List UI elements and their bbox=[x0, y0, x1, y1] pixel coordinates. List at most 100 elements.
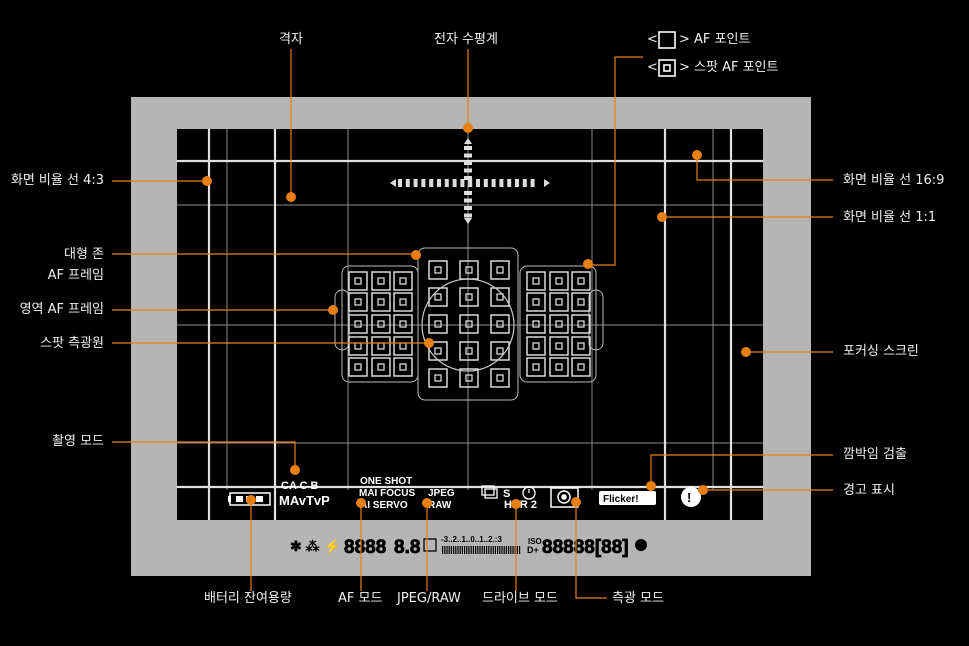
af-mode-ai-servo: AI SERVO bbox=[360, 500, 408, 511]
lcd-exposure-scale: -3..2..1..0..1..2.:3 bbox=[441, 535, 502, 544]
af-point bbox=[348, 357, 368, 377]
warning-icon: ! bbox=[681, 487, 701, 507]
lcd-iso: ISO bbox=[528, 537, 542, 546]
level-tick bbox=[405, 179, 410, 187]
af-points bbox=[348, 260, 591, 388]
label-warning: 경고 표시 bbox=[843, 483, 895, 498]
af-point bbox=[549, 357, 569, 377]
lcd-shot-count: 88888[88] bbox=[542, 537, 629, 558]
lcd-shutter: 8888 bbox=[344, 537, 386, 558]
af-point bbox=[549, 271, 569, 291]
level-tick bbox=[507, 179, 512, 187]
level-tick bbox=[483, 179, 488, 187]
spot-af-point-icon bbox=[658, 59, 676, 77]
zone-frame bbox=[417, 247, 519, 401]
af-point bbox=[490, 368, 510, 388]
level-tick bbox=[429, 179, 434, 187]
label-ratio-43: 화면 비율 선 4:3 bbox=[10, 173, 104, 188]
af-point bbox=[526, 271, 546, 291]
label-flicker: 깜박임 검출 bbox=[843, 447, 907, 462]
af-frames bbox=[334, 247, 604, 401]
af-point-icon bbox=[658, 31, 676, 49]
level-tick bbox=[491, 179, 496, 187]
af-point bbox=[348, 292, 368, 312]
spot-metering-circle bbox=[421, 278, 515, 372]
af-point bbox=[526, 357, 546, 377]
af-point bbox=[371, 271, 391, 291]
af-point bbox=[526, 336, 546, 356]
label-metering-mode: 측광 모드 bbox=[612, 591, 664, 606]
af-point bbox=[428, 260, 448, 280]
svg-text:Flicker!: Flicker! bbox=[603, 494, 639, 505]
af-mode-one-shot: ONE SHOT bbox=[360, 476, 412, 487]
zone-frame bbox=[588, 289, 604, 351]
af-point bbox=[490, 341, 510, 361]
af-point bbox=[459, 368, 479, 388]
af-point bbox=[490, 260, 510, 280]
af-point bbox=[459, 341, 479, 361]
af-point bbox=[571, 357, 591, 377]
level-tick bbox=[413, 179, 418, 187]
af-point bbox=[348, 314, 368, 334]
af-point bbox=[393, 292, 413, 312]
af-point bbox=[526, 292, 546, 312]
label-zone-af: 영역 AF 프레임 bbox=[19, 302, 104, 317]
level-tick bbox=[464, 198, 472, 203]
drive-mode-icon bbox=[481, 485, 536, 500]
level-tick bbox=[464, 191, 472, 195]
af-point bbox=[371, 292, 391, 312]
label-jpeg-raw: JPEG/RAW bbox=[397, 591, 461, 606]
level-tick bbox=[464, 213, 472, 218]
zone-frame bbox=[519, 265, 597, 383]
af-point bbox=[459, 287, 479, 307]
level-tick bbox=[530, 179, 535, 187]
drive-mode-label: S bbox=[503, 488, 510, 500]
raw-indicator: RAW bbox=[428, 500, 452, 511]
label-spot-af: > 스팟 AF 포인트 bbox=[679, 60, 779, 75]
af-point bbox=[428, 368, 448, 388]
af-point bbox=[393, 271, 413, 291]
af-point bbox=[549, 292, 569, 312]
level-tick bbox=[464, 161, 472, 165]
label-spot-af-prefix: < bbox=[647, 60, 658, 75]
af-point bbox=[549, 314, 569, 334]
level-tick bbox=[464, 176, 472, 180]
level-tick bbox=[468, 179, 473, 187]
label-grid: 격자 bbox=[279, 32, 303, 47]
af-point bbox=[371, 314, 391, 334]
level-tick bbox=[444, 179, 449, 187]
af-point bbox=[348, 271, 368, 291]
af-point bbox=[428, 314, 448, 334]
lcd-symbols: ✱ ⁂ ⚡ bbox=[290, 538, 341, 555]
level-tick bbox=[464, 206, 472, 210]
flicker-indicator: Flicker! bbox=[599, 491, 656, 505]
label-ratio-11: 화면 비율 선 1:1 bbox=[843, 210, 937, 225]
shoot-mode-custom: CA C B bbox=[281, 480, 319, 492]
level-tick bbox=[464, 146, 472, 150]
level-tick bbox=[515, 179, 519, 187]
jpeg-indicator: JPEG bbox=[428, 488, 455, 499]
af-point bbox=[571, 336, 591, 356]
callout-lines bbox=[112, 49, 833, 599]
label-large-zone-2: AF 프레임 bbox=[47, 268, 104, 283]
af-mode-ai-focus: MAI FOCUS bbox=[359, 488, 415, 499]
label-level: 전자 수평계 bbox=[434, 32, 498, 47]
label-drive-mode: 드라이브 모드 bbox=[482, 591, 558, 606]
electronic-level bbox=[390, 138, 550, 224]
level-tick bbox=[452, 179, 457, 187]
lcd-aperture: 8.8 bbox=[394, 537, 420, 558]
level-tick bbox=[499, 179, 504, 187]
af-point bbox=[571, 292, 591, 312]
aspect-ratio-lines bbox=[177, 129, 763, 520]
af-point bbox=[571, 271, 591, 291]
af-point bbox=[490, 287, 510, 307]
callout-dots bbox=[202, 123, 751, 509]
level-tick bbox=[460, 179, 465, 187]
level-tick bbox=[464, 168, 472, 173]
af-point bbox=[459, 314, 479, 334]
level-tick bbox=[522, 179, 527, 187]
level-tick bbox=[398, 179, 402, 187]
level-tick bbox=[464, 153, 472, 158]
af-point bbox=[428, 287, 448, 307]
